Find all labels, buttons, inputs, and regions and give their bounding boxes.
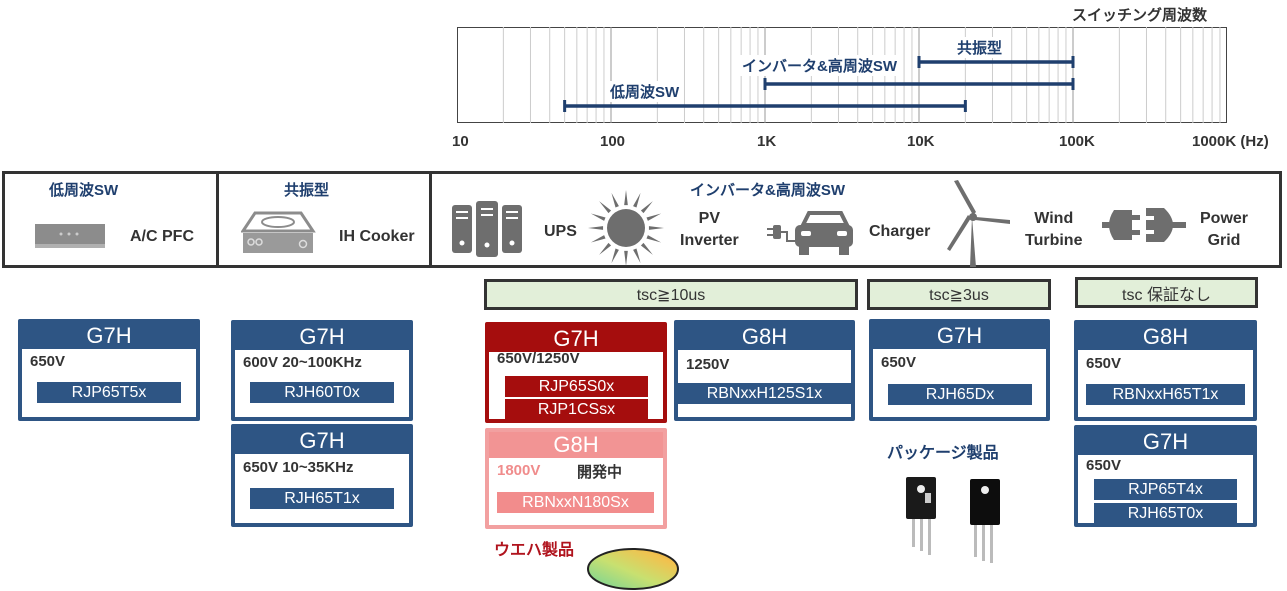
card-generation: G8H	[678, 324, 851, 350]
card-voltage: 650V 10~35KHz	[243, 459, 354, 476]
app-label-line: Wind	[1034, 210, 1074, 227]
range-bar	[563, 100, 967, 112]
card-generation: G7H	[1078, 429, 1253, 455]
app-label-ups: UPS	[544, 223, 577, 240]
app-label-ac-pfc: A/C PFC	[130, 228, 194, 245]
product-card: G7H 650V/1250V RJP65S0x RJP1CSsx	[485, 322, 667, 423]
chart-title: スイッチング周波数	[1072, 7, 1208, 24]
app-label-ih-cooker: IH Cooker	[339, 228, 415, 245]
tsc-header-10us: tsc≧10us	[484, 279, 858, 310]
range-label-resonant: 共振型	[955, 37, 1005, 58]
app-label-power-grid: Power Grid	[1200, 208, 1248, 252]
app-label-wind-turbine: Wind Turbine	[1025, 208, 1082, 252]
app-section-title: 低周波SW	[49, 182, 119, 199]
app-label-charger: Charger	[869, 223, 931, 240]
product-card: G8H 650V RBNxxH65T1x	[1074, 320, 1257, 421]
card-voltage: 600V 20~100KHz	[243, 354, 362, 371]
part-number: RBNxxH65T1x	[1086, 384, 1245, 405]
part-number: RJH65Dx	[888, 384, 1032, 405]
app-label-pv-inverter: PV Inverter	[680, 208, 739, 252]
part-number: RJH65T0x	[1094, 503, 1237, 524]
app-section-title: インバータ&高周波SW	[690, 182, 845, 199]
app-section-inverter: インバータ&高周波SW UPS PV Inverter Charger	[429, 174, 1279, 267]
range-label-low-freq: 低周波SW	[608, 81, 682, 102]
air-conditioner-icon	[35, 224, 105, 248]
card-voltage: 650V	[1086, 355, 1122, 372]
part-number: RJP65T5x	[37, 382, 181, 403]
card-generation: G8H	[489, 432, 663, 458]
card-voltage: 650V	[30, 353, 66, 370]
product-card: G7H 650V RJP65T5x	[18, 319, 200, 421]
tick-label: 1K	[757, 133, 777, 150]
card-generation: G7H	[873, 323, 1046, 349]
app-label-line: Turbine	[1025, 232, 1083, 249]
plug-icon	[1102, 208, 1186, 242]
card-generation: G7H	[235, 324, 409, 350]
part-number: RBNxxH125S1x	[678, 383, 851, 404]
app-section-title: 共振型	[284, 182, 330, 199]
card-generation: G7H	[235, 428, 409, 454]
wafer-image	[587, 548, 679, 590]
card-voltage: 650V	[1086, 457, 1122, 474]
card-voltage: 1250V	[686, 356, 730, 373]
card-voltage: 650V/1250V	[497, 350, 580, 367]
app-label-line: Grid	[1207, 232, 1241, 249]
tick-label: 100	[600, 133, 626, 150]
app-label-line: PV	[698, 210, 721, 227]
app-section-resonant: 共振型 IH Cooker	[216, 174, 429, 265]
product-card: G7H 600V 20~100KHz RJH60T0x	[231, 320, 413, 421]
wafer-products-label: ウエハ製品	[494, 542, 575, 559]
tick-label: 10K	[907, 133, 935, 150]
app-label-line: Power	[1200, 210, 1249, 227]
range-label-inverter: インバータ&高周波SW	[740, 55, 899, 76]
ih-cooker-icon	[241, 211, 316, 253]
tick-label: 10	[452, 133, 469, 150]
development-status: 開発中	[577, 464, 623, 481]
wind-turbine-icon	[947, 180, 1010, 267]
tsc-header-no-guarantee: tsc 保証なし	[1075, 277, 1258, 308]
product-card: G7H 650V RJH65Dx	[869, 319, 1050, 421]
product-card: G7H 650V 10~35KHz RJH65T1x	[231, 424, 413, 527]
server-icon	[452, 201, 522, 257]
tick-label: 100K	[1059, 133, 1095, 150]
product-card: G8H 1800V 開発中 RBNxxN180Sx	[485, 428, 667, 529]
card-generation: G8H	[1078, 324, 1253, 350]
range-bar	[763, 78, 1075, 90]
sun-icon	[588, 190, 664, 266]
card-voltage: 650V	[881, 354, 917, 371]
part-number: RJP1CSsx	[505, 399, 648, 420]
package-products-label: パッケージ製品	[887, 445, 999, 462]
tick-label: 1000K (Hz)	[1192, 133, 1269, 150]
product-card: G8H 1250V RBNxxH125S1x	[674, 320, 855, 421]
card-generation: G7H	[22, 323, 196, 349]
part-number: RJP65T4x	[1094, 479, 1237, 500]
app-section-low-freq: 低周波SW A/C PFC	[5, 174, 216, 265]
ev-car-icon	[767, 211, 853, 255]
part-number: RJH65T1x	[250, 488, 394, 509]
application-bar: 低周波SW A/C PFC 共振型 IH Cooker インバータ&高周波SW	[2, 171, 1282, 268]
range-bar	[917, 56, 1075, 68]
card-generation: G7H	[489, 326, 663, 352]
product-card: G7H 650V RJP65T4x RJH65T0x	[1074, 425, 1257, 527]
part-number: RJH60T0x	[250, 382, 394, 403]
app-label-line: Inverter	[680, 232, 739, 249]
to247-package-image	[906, 477, 1000, 563]
part-number: RBNxxN180Sx	[497, 492, 654, 513]
tsc-header-3us: tsc≧3us	[867, 279, 1051, 310]
part-number: RJP65S0x	[505, 376, 648, 397]
card-voltage: 1800V	[497, 462, 541, 479]
